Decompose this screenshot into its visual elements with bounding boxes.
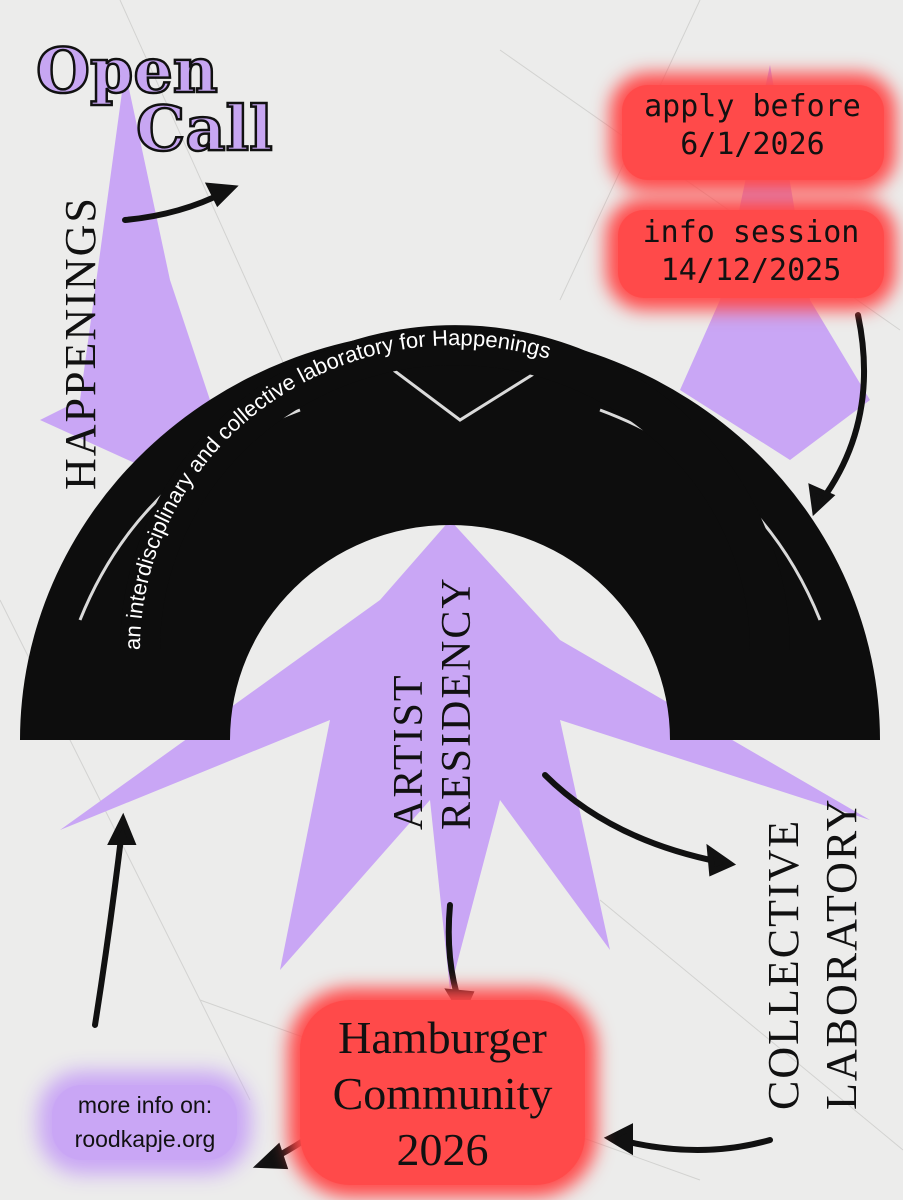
arrow-icon <box>617 1137 773 1153</box>
open-call-title: Open Call <box>35 34 274 165</box>
label-residency: RESIDENCY <box>434 576 480 830</box>
arch-text-band <box>120 325 790 651</box>
deadline-badge <box>622 85 884 180</box>
event-line-1: Hamburger <box>338 1012 547 1063</box>
deadline-text: apply before 6/1/2026 <box>615 88 890 164</box>
more-info-badge <box>52 1085 237 1160</box>
event-badge <box>300 1000 585 1185</box>
deadline-date: 6/1/2026 <box>680 127 825 162</box>
info-session-date: 14/12/2025 <box>660 253 842 288</box>
more-info: more info on: roodkapje.org <box>40 1088 250 1156</box>
arrow-icon <box>819 312 868 503</box>
label-laboratory: LABORATORY <box>817 797 866 1110</box>
label-happenings: HAPPENINGS <box>56 196 105 490</box>
info-session-text: info session 14/12/2025 <box>612 214 890 290</box>
event-title: Hamburger Community 2026 <box>290 1010 595 1178</box>
arrows <box>92 182 868 1170</box>
event-year: 2026 <box>396 1124 489 1175</box>
deadline-label: apply before <box>644 89 861 124</box>
more-info-label: more info on: <box>77 1092 213 1118</box>
info-session-badge <box>618 210 884 298</box>
arrow-icon <box>92 827 125 1028</box>
more-info-link[interactable]: roodkapje.org <box>74 1126 216 1152</box>
title-line-call: Call <box>135 92 274 165</box>
label-collective: COLLECTIVE <box>759 818 808 1110</box>
label-artist: ARTIST <box>386 673 432 830</box>
info-session-label: info session <box>642 215 860 250</box>
title-line-open: Open <box>35 34 219 107</box>
star-spike-left <box>40 70 210 470</box>
event-line-2: Community <box>332 1068 553 1119</box>
label-artist-residency: ARTIST RESIDENCY <box>385 576 481 830</box>
arrow-icon <box>542 772 723 865</box>
label-collective-laboratory: COLLECTIVE LABORATORY <box>755 797 871 1110</box>
